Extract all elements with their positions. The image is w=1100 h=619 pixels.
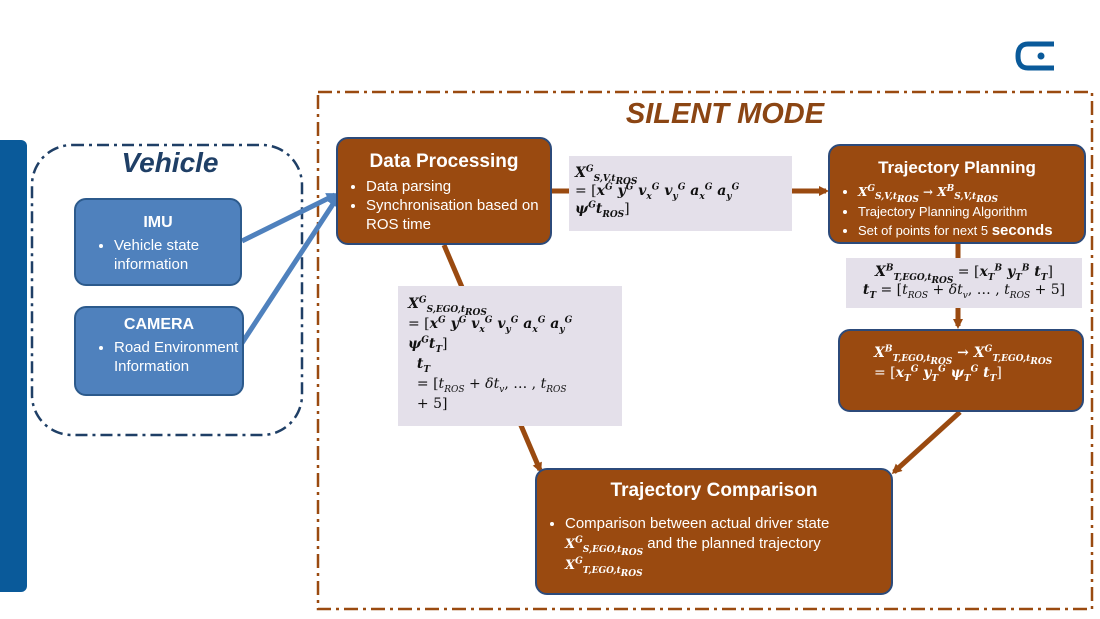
transform-to-comparison-arrow: [891, 410, 962, 475]
trajectory-planning-title: Trajectory Planning: [878, 158, 1036, 177]
trajectory-planning-item: XGS,V,tROS → XBS,V,tROS: [858, 182, 1084, 205]
data-processing-item: Data parsing: [366, 177, 550, 196]
ego-state-equation: XGS,EGO,tROS = [xG yG vxG vyG axG ayG ψG…: [408, 295, 573, 412]
comparison-text-middle: and the planned trajectory: [647, 535, 821, 552]
silent-mode-frame: [316, 90, 1094, 611]
frame-transform-box: XBT,EGO,tROS → XGT,EGO,tROS = [xTG yTG ψ…: [838, 329, 1084, 412]
vehicle-state-equation-box: XGS,V,tROS = [xG yG vxG vyG axG ayG ψGtR…: [569, 156, 792, 231]
planned-trajectory-equation: XBT,EGO,tROS = [xTB yTB tT] tT = [tROS +…: [862, 263, 1066, 301]
frame-transform-equation: XBT,EGO,tROS → XGT,EGO,tROS = [xTG yTG ψ…: [874, 344, 1053, 384]
vehicle-state-equation: XGS,V,tROS = [xG yG vxG vyG axG ayG ψGtR…: [575, 164, 740, 220]
camera-list: Road Environment Information: [76, 338, 242, 376]
trajectory-comparison-title: Trajectory Comparison: [610, 480, 818, 501]
imu-item: Vehicle state information: [114, 236, 240, 274]
trajectory-comparison-item: Comparison between actual driver state X…: [565, 514, 891, 578]
trajectory-planning-item: Set of points for next 5 seconds: [858, 221, 1084, 240]
imu-to-processing-arrow: [240, 192, 339, 244]
data-processing-title: Data Processing: [369, 151, 519, 172]
imu-list: Vehicle state information: [76, 236, 240, 274]
trajectory-comparison-box: Trajectory Comparison Comparison between…: [535, 468, 893, 595]
side-accent-bar: [0, 140, 27, 592]
trajectory-planning-box: Trajectory Planning XGS,V,tROS → XBS,V,t…: [828, 144, 1086, 244]
ego-state-equation-box: XGS,EGO,tROS = [xG yG vxG vyG axG ayG ψG…: [398, 286, 622, 426]
data-processing-box: Data Processing Data parsing Synchronisa…: [336, 137, 552, 245]
camera-box: CAMERA Road Environment Information: [74, 306, 244, 396]
data-processing-list: Data parsing Synchronisation based on RO…: [338, 177, 550, 234]
silent-mode-title: SILENT MODE: [625, 98, 825, 130]
vehicle-frame: [30, 143, 304, 437]
data-processing-item: Synchronisation based on ROS time: [366, 196, 550, 234]
imu-box: IMU Vehicle state information: [74, 198, 242, 286]
camera-title: CAMERA: [123, 316, 195, 333]
comparison-text-prefix: Comparison between actual driver state: [565, 515, 830, 532]
logo-icon: [1015, 41, 1054, 71]
planned-trajectory-equation-box: XBT,EGO,tROS = [xTB yTB tT] tT = [tROS +…: [846, 258, 1082, 308]
trajectory-planning-item-prefix: Set of points for next 5: [858, 223, 989, 238]
vehicle-title: Vehicle: [121, 147, 219, 178]
trajectory-comparison-list: Comparison between actual driver state X…: [537, 514, 891, 578]
imu-title: IMU: [143, 214, 173, 231]
trajectory-planning-item: Trajectory Planning Algorithm: [858, 202, 1084, 221]
trajectory-planning-item-suffix: seconds: [991, 222, 1053, 239]
camera-to-processing-arrow: [239, 194, 340, 345]
camera-item: Road Environment Information: [114, 338, 242, 376]
trajectory-planning-list: XGS,V,tROS → XBS,V,tROS Trajectory Plann…: [830, 182, 1084, 240]
